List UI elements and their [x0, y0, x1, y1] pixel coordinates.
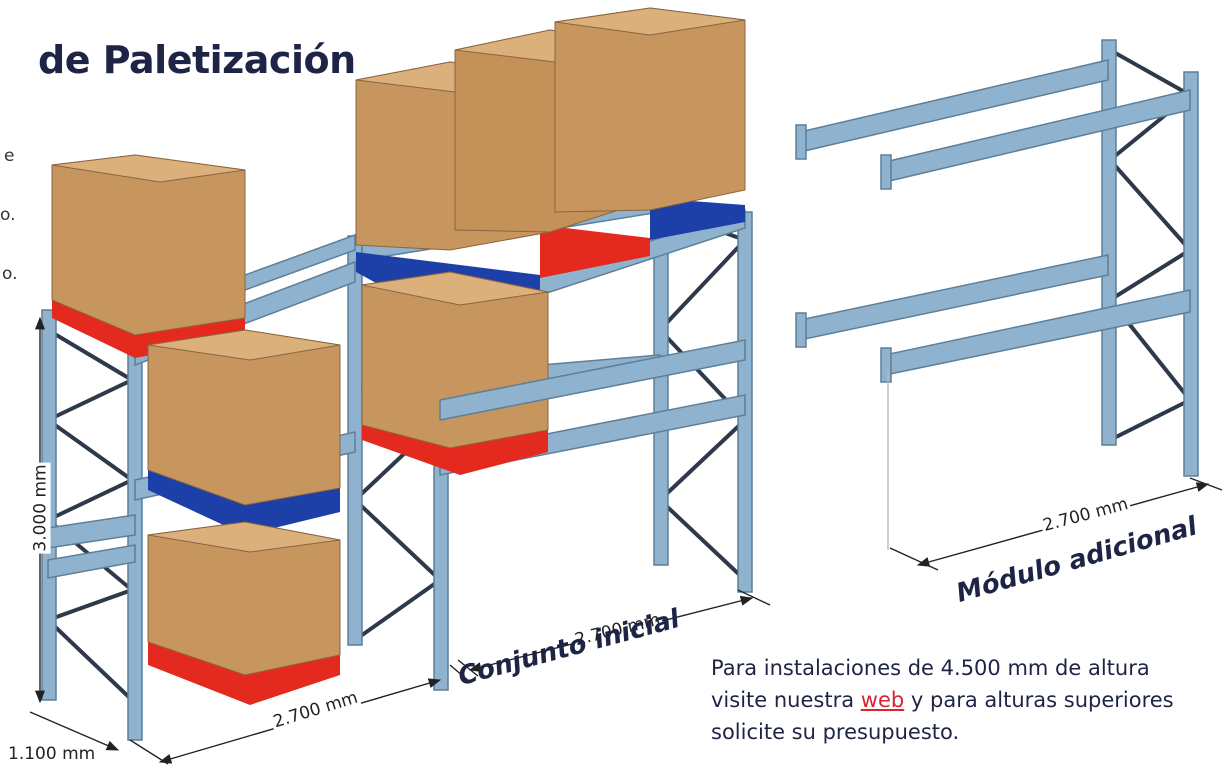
info-line-2-after: y para alturas superiores — [910, 688, 1174, 712]
cut-text-fragment-3: o. — [2, 264, 18, 284]
info-line-3: solicite su presupuesto. — [711, 720, 960, 744]
height-dimension-label: 3.000 mm — [30, 462, 51, 554]
initial-rack — [41, 7, 753, 741]
depth-dimension-label: 1.100 mm — [6, 744, 98, 764]
additional-rack — [795, 39, 1199, 477]
info-paragraph: Para instalaciones de 4.500 mm de altura… — [711, 652, 1229, 748]
info-line-2: visite nuestra web y para alturas superi… — [711, 684, 1229, 716]
cut-text-fragment-1: e — [4, 146, 15, 166]
info-line-1: Para instalaciones de 4.500 mm de altura — [711, 656, 1150, 680]
cut-text-fragment-2: o. — [0, 205, 16, 225]
web-link[interactable]: web — [860, 688, 905, 712]
info-line-2-before: visite nuestra — [711, 688, 855, 712]
page-title: de Paletización — [38, 38, 356, 82]
depth-dimension-line — [29, 711, 120, 751]
